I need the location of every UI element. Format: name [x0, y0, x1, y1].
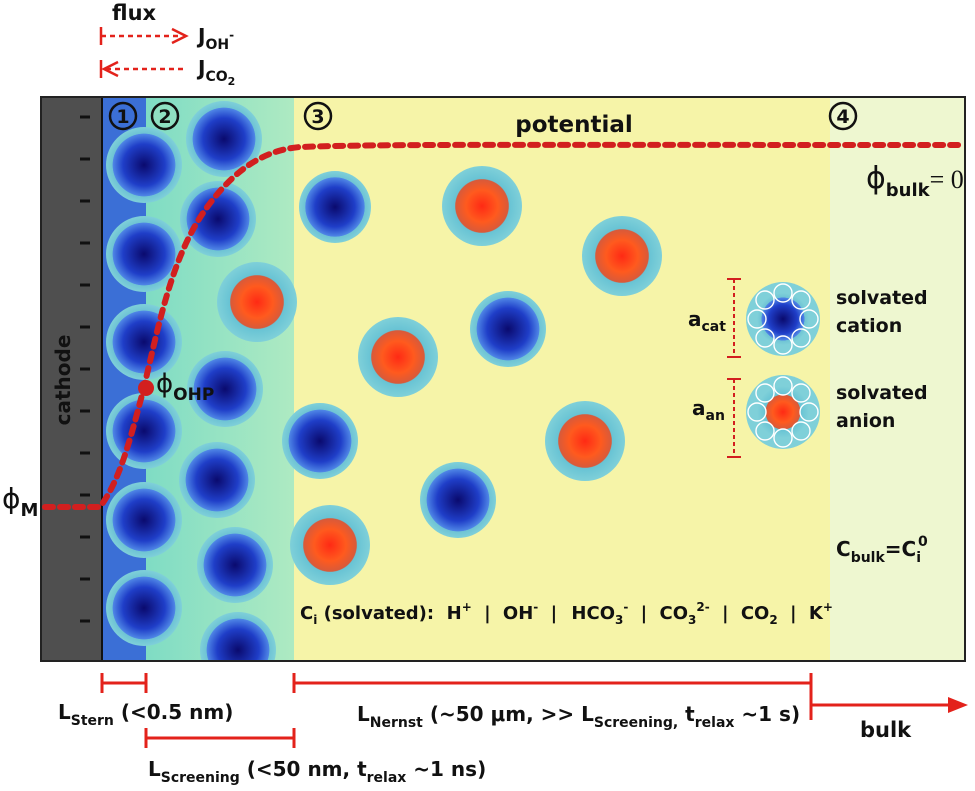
cation — [197, 527, 273, 603]
a-an-label: aan — [692, 396, 725, 424]
above-frame-mask — [0, 0, 975, 97]
bulk-label: bulk — [860, 718, 912, 742]
cation — [282, 403, 358, 479]
c-bulk-label: Cbulk=Ci0 — [836, 534, 928, 566]
cathode-ticks — [80, 115, 90, 623]
cation — [179, 442, 255, 518]
diagram-frame-overlay — [40, 96, 966, 662]
species-co3: CO — [659, 603, 688, 624]
potential-label: potential — [515, 112, 633, 138]
cation — [299, 171, 371, 243]
flux-title: flux — [112, 1, 157, 25]
region-1-number: 1 — [116, 106, 129, 128]
cation — [106, 570, 182, 646]
anion — [217, 262, 297, 342]
region-marker-3: 3 — [303, 101, 333, 131]
anion — [358, 317, 438, 397]
flux-oh-arrow — [99, 27, 189, 45]
legend-solvated-anion: aan solvated anion — [692, 375, 928, 458]
phi-bulk-label: ϕbulk= 0 — [866, 161, 964, 201]
bulk-arrow — [809, 673, 968, 720]
solvation-shell-cation — [747, 283, 819, 355]
stern-scale-bar — [100, 673, 148, 693]
legend-solvated-cation: acat solvated cation — [688, 278, 928, 358]
species-h: H — [447, 603, 462, 624]
ions — [106, 101, 662, 688]
region-marker-1: 1 — [108, 101, 138, 131]
region-4-number: 4 — [836, 106, 849, 128]
anion-label-line2: anion — [836, 410, 895, 432]
flux-co2-arrow — [99, 60, 186, 78]
region-3-number: 3 — [311, 106, 324, 128]
cation — [106, 127, 182, 203]
species-k: K — [809, 603, 824, 624]
species-co2: CO — [741, 603, 770, 624]
anion — [545, 401, 625, 481]
cation — [106, 393, 182, 469]
cation — [420, 462, 496, 538]
solvation-shell-anion — [747, 376, 819, 448]
cation — [470, 291, 546, 367]
anion — [290, 505, 370, 585]
potential-curve — [42, 141, 968, 510]
cathode-label: cathode — [51, 335, 75, 426]
phi-ohp-label: ϕOHP — [156, 369, 214, 405]
cation — [106, 482, 182, 558]
nernst-scale-label: LNernst (~50 μm, >> LScreening, trelax ~… — [357, 702, 800, 731]
cation — [187, 351, 263, 427]
j-oh-label: JOH- — [196, 24, 234, 53]
cation — [106, 216, 182, 292]
cation — [186, 101, 262, 177]
screening-scale-bar — [144, 728, 296, 748]
species-oh: OH — [503, 603, 533, 624]
cathode-region — [41, 97, 102, 661]
anion-label-line1: solvated — [836, 382, 928, 404]
cation-label-line1: solvated — [836, 287, 928, 309]
j-co2-label: JCO2 — [196, 56, 235, 88]
ohp-point — [138, 380, 154, 396]
region-marker-2: 2 — [150, 101, 180, 131]
cation-label-line2: cation — [836, 315, 902, 337]
species-hco3: HCO — [571, 603, 615, 624]
region-marker-4: 4 — [828, 101, 858, 131]
screening-scale-label: LScreening (<50 nm, trelax ~1 ns) — [148, 757, 486, 786]
anion — [582, 216, 662, 296]
anion — [442, 166, 522, 246]
bulk-layer — [830, 97, 965, 661]
phi-m-label: ϕM — [2, 482, 38, 521]
region-2-number: 2 — [158, 106, 171, 128]
species-list: Ci (solvated): H+ | OH- | HCO3- | CO32- … — [300, 595, 833, 629]
stern-scale-label: LStern (<0.5 nm) — [58, 700, 233, 729]
cation — [180, 181, 256, 257]
a-cat-label: acat — [688, 307, 726, 335]
cation — [106, 304, 182, 380]
